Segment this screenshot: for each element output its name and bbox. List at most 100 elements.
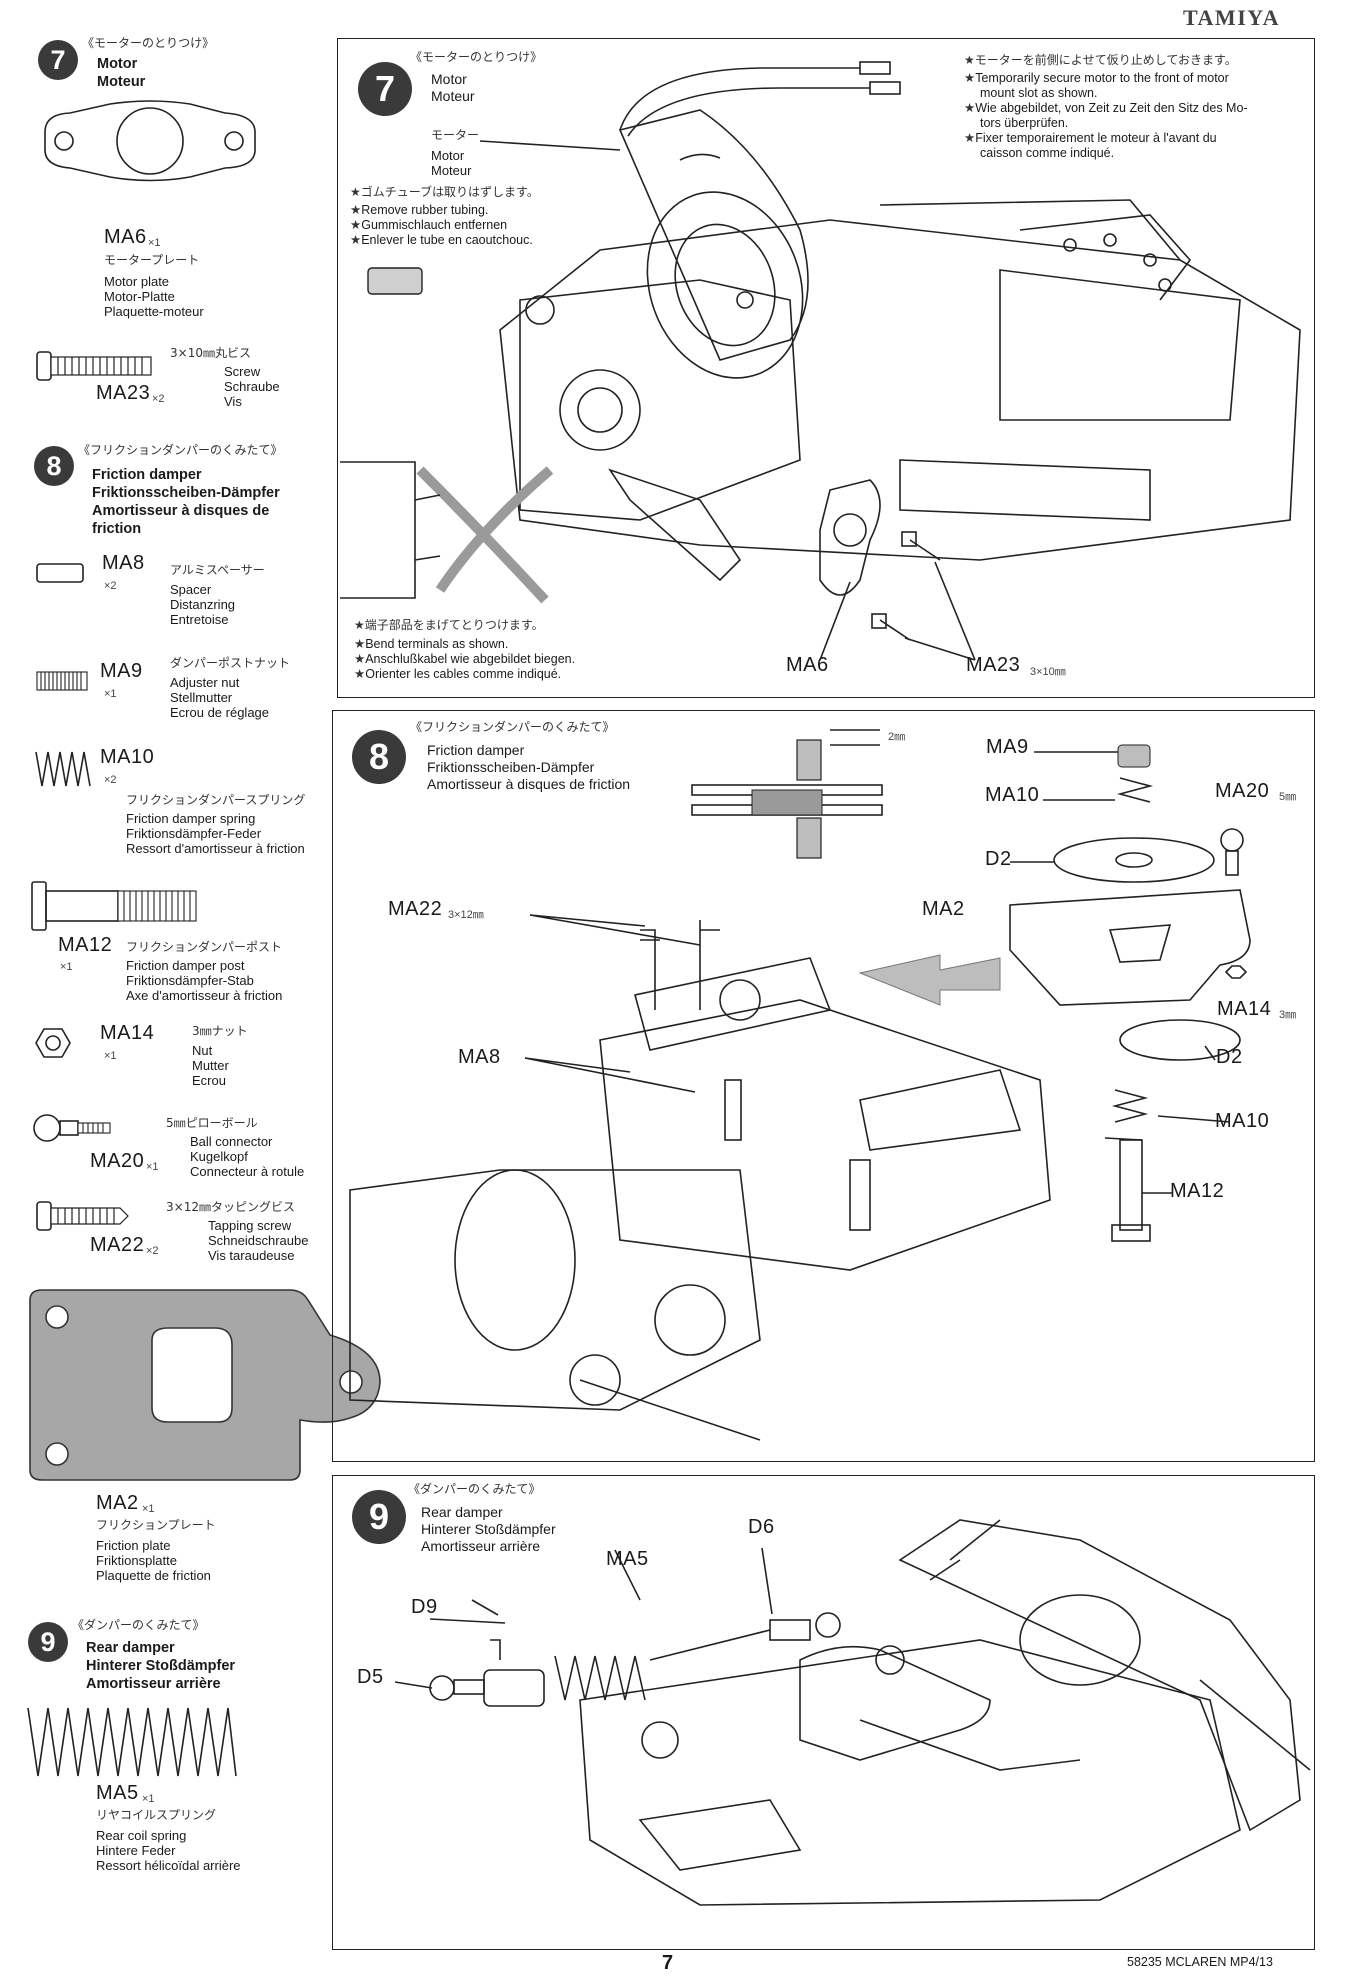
part-code: MA14 (100, 1022, 155, 1044)
step9-title-en: Rear damper (421, 1504, 503, 1520)
section-title-jp: 《モーターのとりつけ》 (82, 36, 215, 50)
part-name-fr: Vis taraudeuse (208, 1248, 295, 1263)
note-de: ★Gummischlauch entfernen (350, 218, 508, 232)
part-name-de: Kugelkopf (190, 1149, 248, 1164)
note-fr: ★Enlever le tube en caoutchouc. (350, 233, 533, 247)
part-callout: D5 (357, 1666, 384, 1688)
part-name-de: Hintere Feder (96, 1843, 176, 1858)
note-de: ★Wie abgebildet, von Zeit zu Zeit den Si… (964, 101, 1248, 115)
part-name-en: Spacer (170, 582, 212, 597)
part-callout: D2 (985, 848, 1012, 870)
note-jp: ★モーターを前側によせて仮り止めしておきます。 (964, 53, 1237, 67)
step9-title-de: Hinterer Stoßdämpfer (421, 1521, 556, 1537)
part-code: MA20 (90, 1150, 145, 1172)
part-name-fr: Axe d'amortisseur à friction (126, 988, 283, 1003)
part-name-jp: 5㎜ピローボール (166, 1116, 258, 1130)
part-name-fr: Vis (224, 394, 242, 409)
step7-title-fr: Moteur (431, 88, 475, 104)
section-title-fr: Amortisseur à disques de (92, 503, 270, 519)
note-de: tors überprüfen. (980, 116, 1069, 130)
page-number: 7 (662, 1952, 674, 1974)
step-badge-8: 8 (34, 446, 74, 486)
part-qty: ×1 (60, 961, 73, 973)
part-name-en: Friction damper post (126, 958, 245, 973)
section-title-en: Rear damper (86, 1640, 175, 1656)
motor-label-en: Motor (431, 148, 465, 163)
part-qty: ×1 (146, 1161, 159, 1173)
step7-panel (337, 38, 1315, 698)
part-name-de: Schneidschraube (208, 1233, 309, 1248)
part-callout: D9 (411, 1596, 438, 1618)
part-callout: MA9 (986, 736, 1029, 758)
note-fr: ★Fixer temporairement le moteur à l'avan… (964, 131, 1217, 145)
part-name-en: Adjuster nut (170, 675, 240, 690)
step-badge-9: 9 (28, 1622, 68, 1662)
note-en: mount slot as shown. (980, 86, 1098, 100)
part-callout: MA2 (922, 898, 965, 920)
gap-dimension: 2㎜ (888, 731, 906, 743)
part-callout: MA14 (1217, 998, 1272, 1020)
step7-badge: 7 (358, 62, 412, 116)
note-en: ★Remove rubber tubing. (350, 203, 489, 217)
step9-badge: 9 (352, 1490, 406, 1544)
part-size: 5㎜ (1279, 791, 1297, 803)
part-code: MA23 (96, 382, 151, 404)
part-code: MA9 (100, 660, 143, 682)
part-name-en: Rear coil spring (96, 1828, 187, 1843)
part-name-de: Motor-Platte (104, 289, 175, 304)
part-callout: MA23 (966, 654, 1021, 676)
step8-title-en: Friction damper (427, 742, 525, 758)
part-name-jp: フリクションプレート (96, 1518, 216, 1532)
part-callout: MA12 (1170, 1180, 1225, 1202)
part-qty: ×1 (142, 1503, 155, 1515)
section-title-de: Friktionsscheiben-Dämpfer (92, 485, 280, 501)
motor-label-fr: Moteur (431, 163, 472, 178)
step9-panel (332, 1475, 1315, 1950)
part-name-fr: Ressort hélicoïdal arrière (96, 1858, 241, 1873)
note-jp: ★ゴムチューブは取りはずします。 (350, 185, 539, 199)
part-callout: MA10 (1215, 1110, 1270, 1132)
part-name-fr: Connecteur à rotule (190, 1164, 305, 1179)
part-qty: ×2 (152, 393, 165, 405)
part-name-jp: ダンパーポストナット (170, 656, 291, 670)
note-jp: ★端子部品をまげてとりつけます。 (354, 618, 544, 632)
part-name-en: Screw (224, 364, 261, 379)
part-code: MA5 (96, 1782, 139, 1804)
step7-title-jp: 《モーターのとりつけ》 (410, 50, 543, 64)
part-callout: D6 (748, 1516, 775, 1538)
part-name-en: Nut (192, 1043, 213, 1058)
section-title-de: Hinterer Stoßdämpfer (86, 1658, 236, 1674)
part-name-en: Tapping screw (208, 1218, 292, 1233)
note-en: ★Bend terminals as shown. (354, 637, 509, 651)
part-name-de: Distanzring (170, 597, 236, 612)
step8-title-fr: Amortisseur à disques de friction (427, 776, 631, 792)
part-name-fr: Ecrou de réglage (170, 705, 270, 720)
part-name-fr: Plaquette-moteur (104, 304, 204, 319)
note-de: ★Anschlußkabel wie abgebildet biegen. (354, 652, 576, 666)
section-title-en: Motor (97, 56, 138, 72)
part-name-de: Friktionsdämpfer-Feder (126, 826, 262, 841)
part-name-jp: フリクションダンパーポスト (126, 940, 283, 954)
part-size: 3×10㎜ (1030, 666, 1066, 678)
part-callout: MA20 (1215, 780, 1270, 802)
part-name-de: Schraube (224, 379, 280, 394)
part-name-en: Friction damper spring (126, 811, 256, 826)
part-qty: ×2 (104, 774, 117, 786)
part-name-jp: アルミスペーサー (170, 563, 265, 577)
part-name-jp: 3㎜ナット (192, 1024, 248, 1038)
part-qty: ×1 (104, 1050, 117, 1062)
section-title-fr2: friction (92, 521, 142, 537)
part-code: MA8 (102, 552, 145, 574)
part-name-de: Friktionsdämpfer-Stab (126, 973, 254, 988)
section-title-jp: 《ダンパーのくみたて》 (72, 1618, 205, 1632)
step8-badge: 8 (352, 730, 406, 784)
part-qty: ×2 (146, 1245, 159, 1257)
part-callout: MA5 (606, 1548, 649, 1570)
part-name-fr: Ressort d'amortisseur à friction (126, 841, 305, 856)
section-title-jp: 《フリクションダンパーのくみたて》 (78, 443, 283, 457)
step9-title-jp: 《ダンパーのくみたて》 (408, 1482, 541, 1496)
